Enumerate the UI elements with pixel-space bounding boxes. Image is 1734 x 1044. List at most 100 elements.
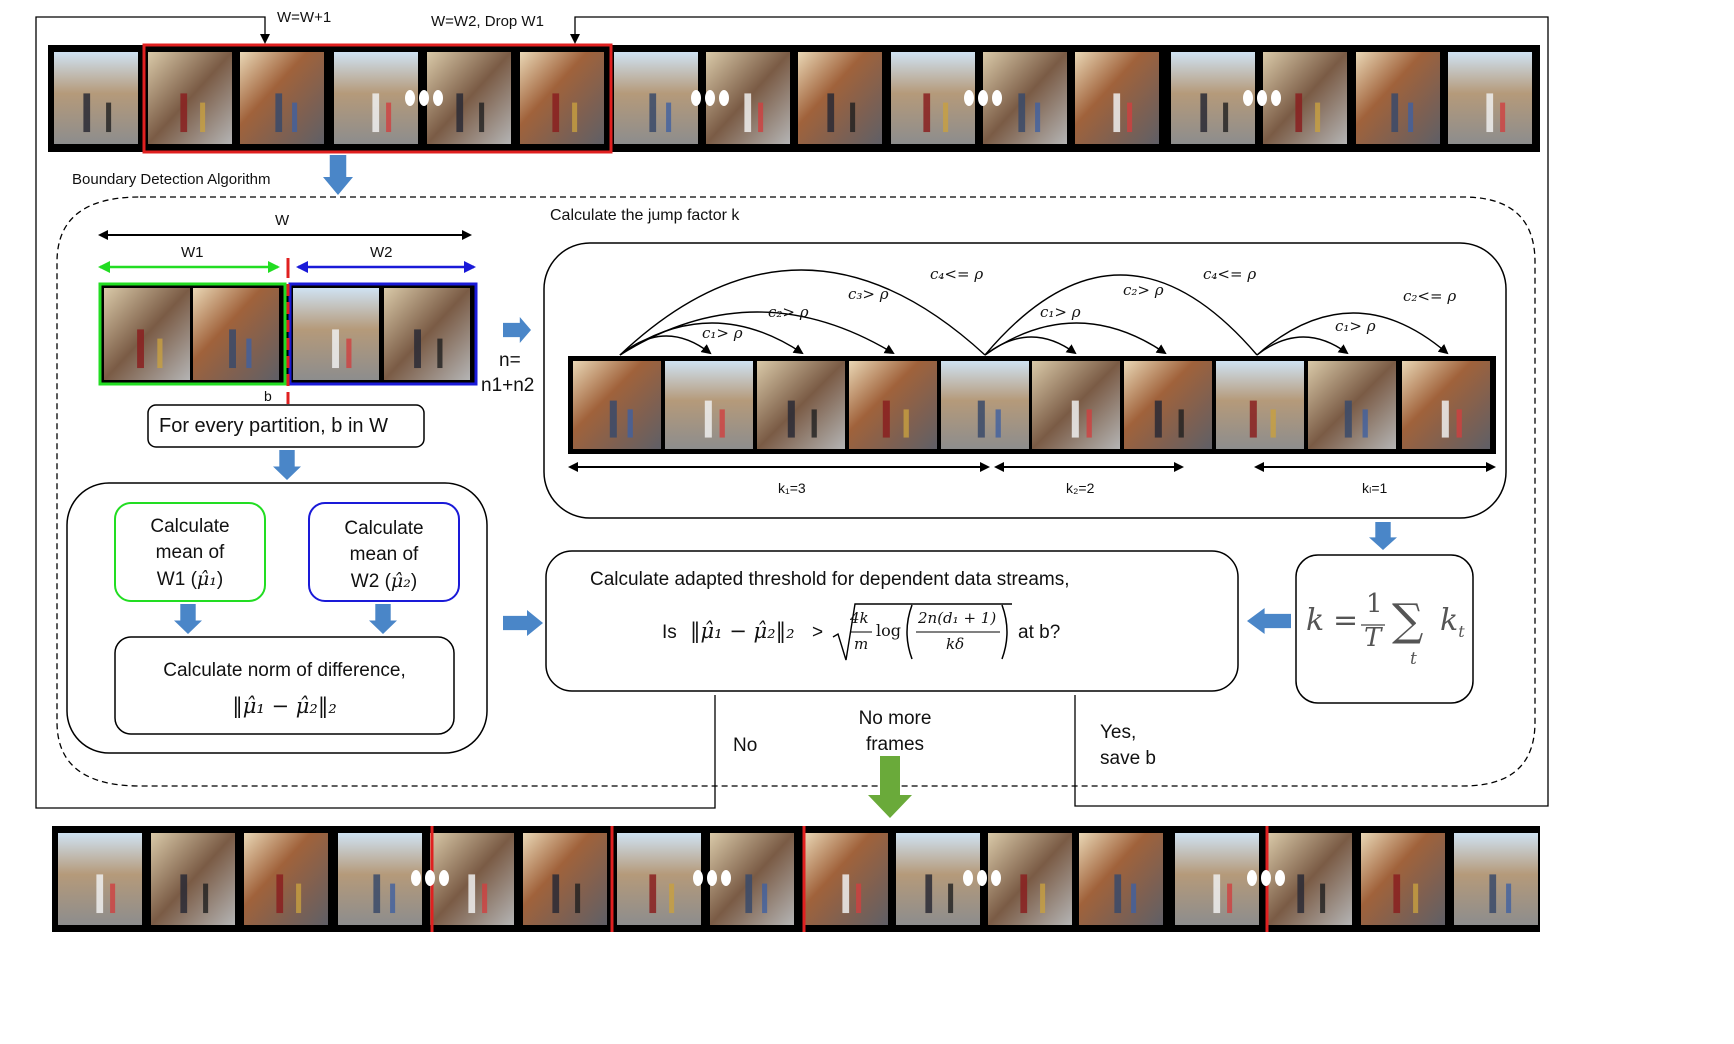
pedestrian-shape [292,102,298,133]
flow-arrows [174,155,1397,636]
video-frame [617,833,701,925]
pedestrian-shape [744,93,752,133]
arc-condition-label: c₄<= ρ [1203,265,1257,283]
pedestrian-shape [1506,883,1512,914]
pedestrian-shape [437,338,443,369]
pedestrian-shape [842,874,850,914]
right-arrow-icon [503,317,531,343]
pedestrian-shape [1489,874,1497,914]
pedestrian-shape [1486,93,1494,133]
arc-condition-label: c₃> ρ [848,285,889,303]
jump-arcs [619,269,1449,356]
video-frame [104,288,190,380]
pedestrian-shape [1223,102,1229,133]
pedestrian-shape [1391,93,1399,133]
pedestrian-shape [1441,400,1449,438]
w-label: W [275,212,290,229]
partition-box [147,404,425,448]
k1-label: k₁=3 [778,480,806,496]
k-formula-t: t [1410,649,1417,669]
b-label: b [264,388,272,404]
video-frame [151,833,235,925]
pedestrian-shape [110,883,116,914]
pedestrian-shape [157,338,163,369]
video-frame [849,361,937,449]
video-frame [520,52,604,144]
pedestrian-shape [1413,883,1419,914]
pedestrian-shape [856,883,862,914]
k-formula-kt: kt [1440,603,1465,641]
decision-no-more-frames: No more frames [858,708,932,755]
pedestrian-shape [1040,883,1046,914]
pedestrian-shape [649,93,657,133]
down-arrow-icon [174,604,202,634]
pedestrian-shape [456,93,464,133]
pedestrian-shape [627,409,633,438]
pedestrian-shape [372,93,380,133]
pedestrian-shape [1500,102,1506,133]
pedestrian-shape [948,883,954,914]
ellipsis-dot [991,870,1001,886]
pedestrian-shape [1113,93,1121,133]
pedestrian-shape [575,883,581,914]
pedestrian-shape [1320,883,1326,914]
right-paren [1001,604,1008,660]
pedestrian-shape [1035,102,1041,133]
ellipsis-dot [719,90,729,106]
norm-box-text: Calculate norm of difference, [163,660,406,681]
threshold-norm: ‖μ̂₁ − μ̂₂‖₂ [690,619,795,643]
pedestrian-shape [787,400,795,438]
inner-denominator: kδ [946,635,965,653]
pedestrian-shape [923,93,931,133]
sqrt-numerator: 4k [850,609,869,627]
pedestrian-shape [479,102,485,133]
k-formula-eq: = [1333,603,1359,638]
right-arrow-icon [503,610,543,636]
n-label-line2: n1+n2 [481,375,535,396]
input-filmstrip [48,43,1540,154]
k2-label: k₂=2 [1066,480,1095,496]
k-formula-box [1295,554,1474,704]
ellipsis-dot [964,90,974,106]
pedestrian-shape [827,93,835,133]
video-frame [1216,361,1304,449]
pedestrian-shape [1344,400,1352,438]
threshold-is: Is [662,622,677,643]
pedestrian-shape [666,102,672,133]
norm-formula: ‖μ̂₁ − μ̂₂‖₂ [232,694,337,718]
pedestrian-shape [229,329,236,369]
pedestrian-shape [1227,883,1233,914]
log-label: log [876,621,901,640]
kl-label: kₗ=1 [1362,480,1388,496]
pedestrian-shape [1086,409,1092,438]
pedestrian-shape [1393,874,1401,914]
pedestrian-shape [572,102,578,133]
window-split-frames [98,282,478,405]
ellipsis-dot [705,90,715,106]
left-paren [906,604,913,660]
ellipsis-dot [691,90,701,106]
pedestrian-shape [1249,400,1257,438]
mean-w2-box [308,502,460,602]
ellipsis-dot [1257,90,1267,106]
sqrt-denominator: m [854,635,869,653]
pedestrian-shape [180,93,188,133]
pedestrian-shape [882,400,890,438]
down-arrow-icon [323,155,353,195]
k-formula-one: 1 [1366,589,1383,619]
video-frame [891,52,975,144]
video-frame [384,288,470,380]
k-formula-sigma: ∑ [1392,595,1424,646]
pedestrian-shape [850,102,856,133]
video-frame [1308,361,1396,449]
pedestrian-shape [943,102,949,133]
pedestrian-shape [903,409,909,438]
window-drop-label: W=W2, Drop W1 [431,13,544,30]
pedestrian-shape [719,409,725,438]
feedback-loop [35,16,1549,809]
sliding-window-highlight [142,43,613,154]
pedestrian-shape [246,338,252,369]
window-grow-label: W=W+1 [277,9,332,26]
ellipsis-dot [978,90,988,106]
